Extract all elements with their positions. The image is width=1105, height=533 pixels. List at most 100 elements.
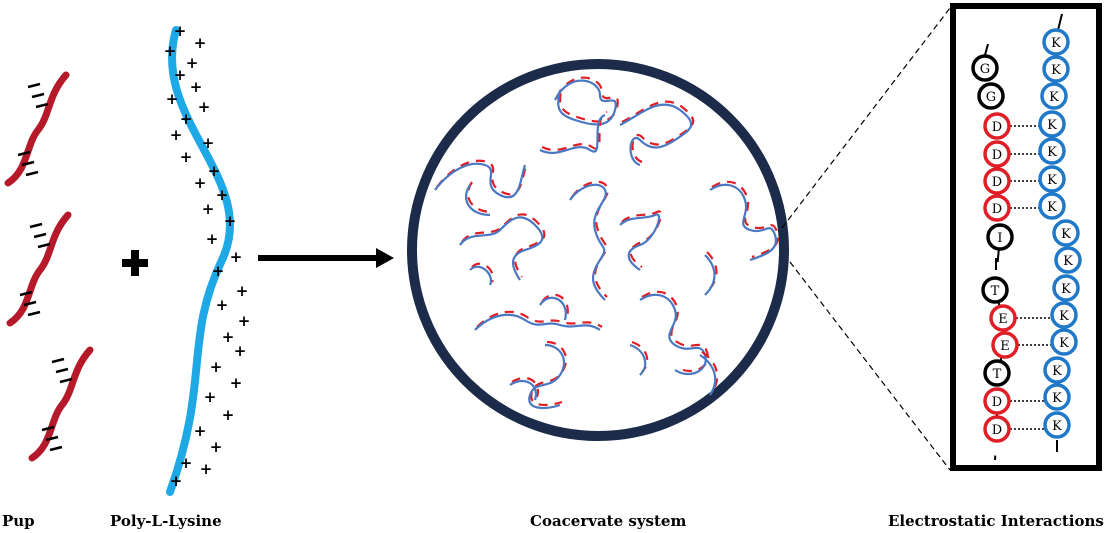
label-coacervate-system: Coacervate system <box>530 512 687 530</box>
svg-text:D: D <box>992 423 1002 438</box>
polymer-coil <box>509 376 540 401</box>
charge-tick <box>25 170 39 177</box>
positive-charge: + <box>194 34 207 52</box>
lysine-residue: K <box>1043 411 1071 439</box>
positive-charge: + <box>194 422 207 440</box>
svg-text:D: D <box>992 120 1002 135</box>
zoom-line-top <box>781 7 951 229</box>
charge-tick <box>21 160 35 167</box>
polymer-coil <box>619 210 663 271</box>
svg-text:K: K <box>1059 309 1069 324</box>
pup-chain <box>28 346 94 462</box>
poly-lysine-charges: ++++++++++++++++++++++++++++++++++ <box>164 22 251 490</box>
lysine-residue: K <box>1038 192 1066 220</box>
lysine-residue: K <box>1040 82 1068 110</box>
polymer-coil <box>469 262 495 286</box>
polymer-coil <box>569 180 609 301</box>
lysine-residue: K <box>1038 165 1066 193</box>
poly-lysine-chain <box>166 26 234 496</box>
svg-text:K: K <box>1051 36 1061 51</box>
positive-charge: + <box>224 212 237 230</box>
charge-tick <box>33 232 47 239</box>
polymer-coil <box>434 159 529 199</box>
positive-charge: + <box>222 328 235 346</box>
svg-text:K: K <box>1052 391 1062 406</box>
svg-text:K: K <box>1052 419 1062 434</box>
svg-text:T: T <box>991 284 1000 299</box>
pup-residue: T <box>983 359 1011 387</box>
svg-text:E: E <box>998 312 1008 327</box>
lysine-residue: K <box>1042 28 1070 56</box>
svg-text:K: K <box>1061 282 1071 297</box>
svg-text:K: K <box>1047 145 1057 160</box>
pup-residue: I <box>986 223 1014 251</box>
positive-charge: + <box>170 126 183 144</box>
positive-charge: + <box>210 438 223 456</box>
positive-charge: + <box>238 312 251 330</box>
plus-sign <box>122 250 148 276</box>
lysine-residue: K <box>1043 383 1071 411</box>
polymer-coil <box>704 251 718 296</box>
zoom-line-bottom <box>789 261 951 471</box>
svg-text:D: D <box>992 148 1002 163</box>
polymer-coil <box>629 340 649 376</box>
pup-residue: E <box>991 331 1019 359</box>
svg-text:D: D <box>992 202 1002 217</box>
svg-text:G: G <box>980 62 990 77</box>
pup-residue: D <box>983 167 1011 195</box>
pup-chain <box>6 211 72 327</box>
positive-charge: + <box>174 66 187 84</box>
svg-text:K: K <box>1047 118 1057 133</box>
svg-text:D: D <box>992 175 1002 190</box>
svg-text:I: I <box>997 231 1002 246</box>
polymer-coil <box>709 180 780 262</box>
positive-charge: + <box>186 54 199 72</box>
charge-tick <box>51 357 65 364</box>
coacervate-droplet <box>407 59 789 441</box>
positive-charge: + <box>194 174 207 192</box>
charge-tick <box>23 300 37 307</box>
reaction-arrow <box>258 248 394 268</box>
lysine-residue: K <box>1043 356 1071 384</box>
positive-charge: + <box>180 110 193 128</box>
pup-residue: G <box>977 82 1005 110</box>
svg-text:K: K <box>1047 200 1057 215</box>
polymer-coil <box>459 213 546 281</box>
polymer-coil <box>465 181 493 217</box>
positive-charge: + <box>174 22 187 40</box>
pup-residue: D <box>983 387 1011 415</box>
pup-residue: D <box>983 112 1011 140</box>
positive-charge: + <box>202 200 215 218</box>
positive-charge: + <box>236 282 249 300</box>
positive-charge: + <box>216 186 229 204</box>
svg-text:E: E <box>1000 339 1010 354</box>
positive-charge: + <box>202 134 215 152</box>
pup-residue: E <box>989 304 1017 332</box>
pup-residue: D <box>983 415 1011 443</box>
charge-tick <box>31 92 45 99</box>
charge-tick <box>17 150 31 157</box>
pup-residue: D <box>983 140 1011 168</box>
svg-text:K: K <box>1063 254 1073 269</box>
positive-charge: + <box>230 248 243 266</box>
polymer-coil <box>539 110 608 154</box>
charge-tick <box>19 290 33 297</box>
svg-text:K: K <box>1047 173 1057 188</box>
charge-tick <box>27 82 41 89</box>
polymer-coil <box>554 76 619 126</box>
charge-tick <box>41 425 55 432</box>
svg-text:K: K <box>1049 90 1059 105</box>
svg-text:G: G <box>986 90 996 105</box>
svg-text:K: K <box>1061 227 1071 242</box>
pup-residue: G <box>971 54 999 82</box>
polymer-coil <box>639 290 709 376</box>
positive-charge: + <box>180 454 193 472</box>
charge-tick <box>37 242 51 249</box>
charge-tick <box>27 310 41 317</box>
lysine-residue: K <box>1038 110 1066 138</box>
positive-charge: + <box>190 78 203 96</box>
label-poly-l-lysine: Poly-L-Lysine <box>110 512 222 530</box>
positive-charge: + <box>200 460 213 478</box>
